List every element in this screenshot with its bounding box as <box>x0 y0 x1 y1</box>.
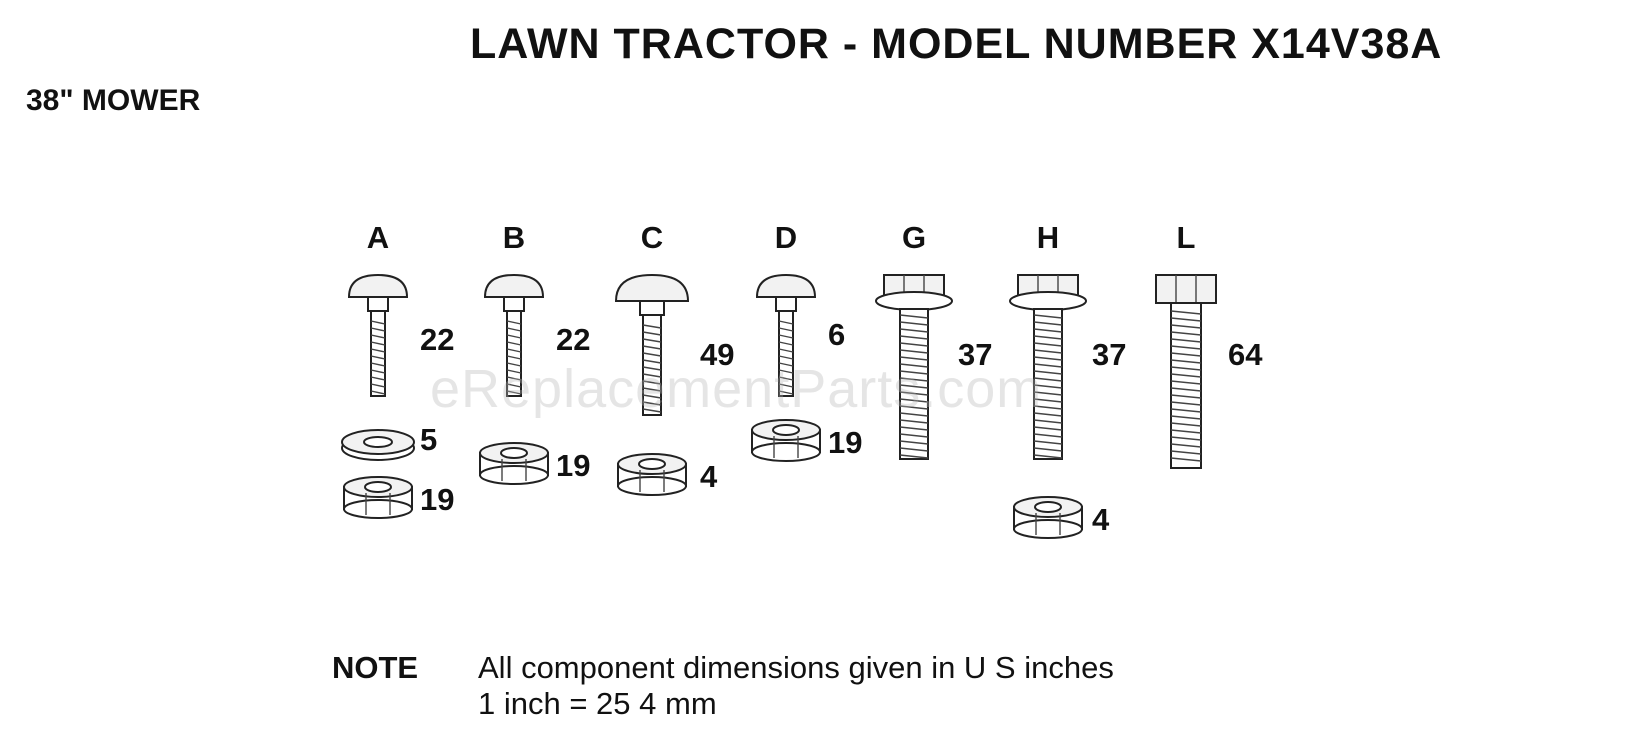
column-letter-c: C <box>640 220 664 255</box>
part-qty-b-1: 22 <box>556 322 591 357</box>
hex-nut-shape <box>617 453 687 496</box>
part-qty-c-1: 49 <box>700 337 735 372</box>
hex-bolt-shape <box>1155 274 1217 469</box>
column-letter-h: H <box>1036 220 1060 255</box>
flange-hex-bolt-shape <box>875 274 953 460</box>
hex-nut-shape <box>751 419 821 462</box>
hex-nut-shape <box>343 476 413 519</box>
carriage-bolt-shape <box>347 273 409 397</box>
part-qty-a-1: 22 <box>420 322 455 357</box>
part-qty-g-1: 37 <box>958 337 993 372</box>
column-letter-b: B <box>502 220 526 255</box>
column-letter-d: D <box>774 220 798 255</box>
part-qty-c-2: 4 <box>700 459 718 494</box>
part-qty-h-2: 4 <box>1092 502 1110 537</box>
part-qty-h-1: 37 <box>1092 337 1127 372</box>
hex-nut-shape <box>479 442 549 485</box>
column-letter-a: A <box>366 220 390 255</box>
page-subtitle: 38" MOWER <box>26 84 201 117</box>
hex-nut-shape <box>1013 496 1083 539</box>
part-qty-a-2: 5 <box>420 422 438 457</box>
column-letter-g: G <box>901 220 927 255</box>
part-qty-b-2: 19 <box>556 448 591 483</box>
part-qty-a-3: 19 <box>420 482 455 517</box>
note-line-2: 1 inch = 25 4 mm <box>478 686 717 721</box>
page-title: LAWN TRACTOR - MODEL NUMBER X14V38A <box>470 20 1443 68</box>
watermark: eReplacementParts.com <box>430 359 1043 419</box>
note-label: NOTE <box>332 650 419 685</box>
column-letter-l: L <box>1176 220 1196 255</box>
part-qty-d-1: 6 <box>828 317 846 352</box>
part-qty-l-1: 64 <box>1228 337 1263 372</box>
carriage-bolt-shape <box>755 273 817 397</box>
flat-washer-shape <box>341 429 415 461</box>
flange-hex-bolt-shape <box>1009 274 1087 460</box>
part-qty-d-2: 19 <box>828 425 863 460</box>
carriage-bolt-shape <box>614 273 690 416</box>
note-line-1: All component dimensions given in U S in… <box>478 650 1114 685</box>
carriage-bolt-shape <box>483 273 545 397</box>
